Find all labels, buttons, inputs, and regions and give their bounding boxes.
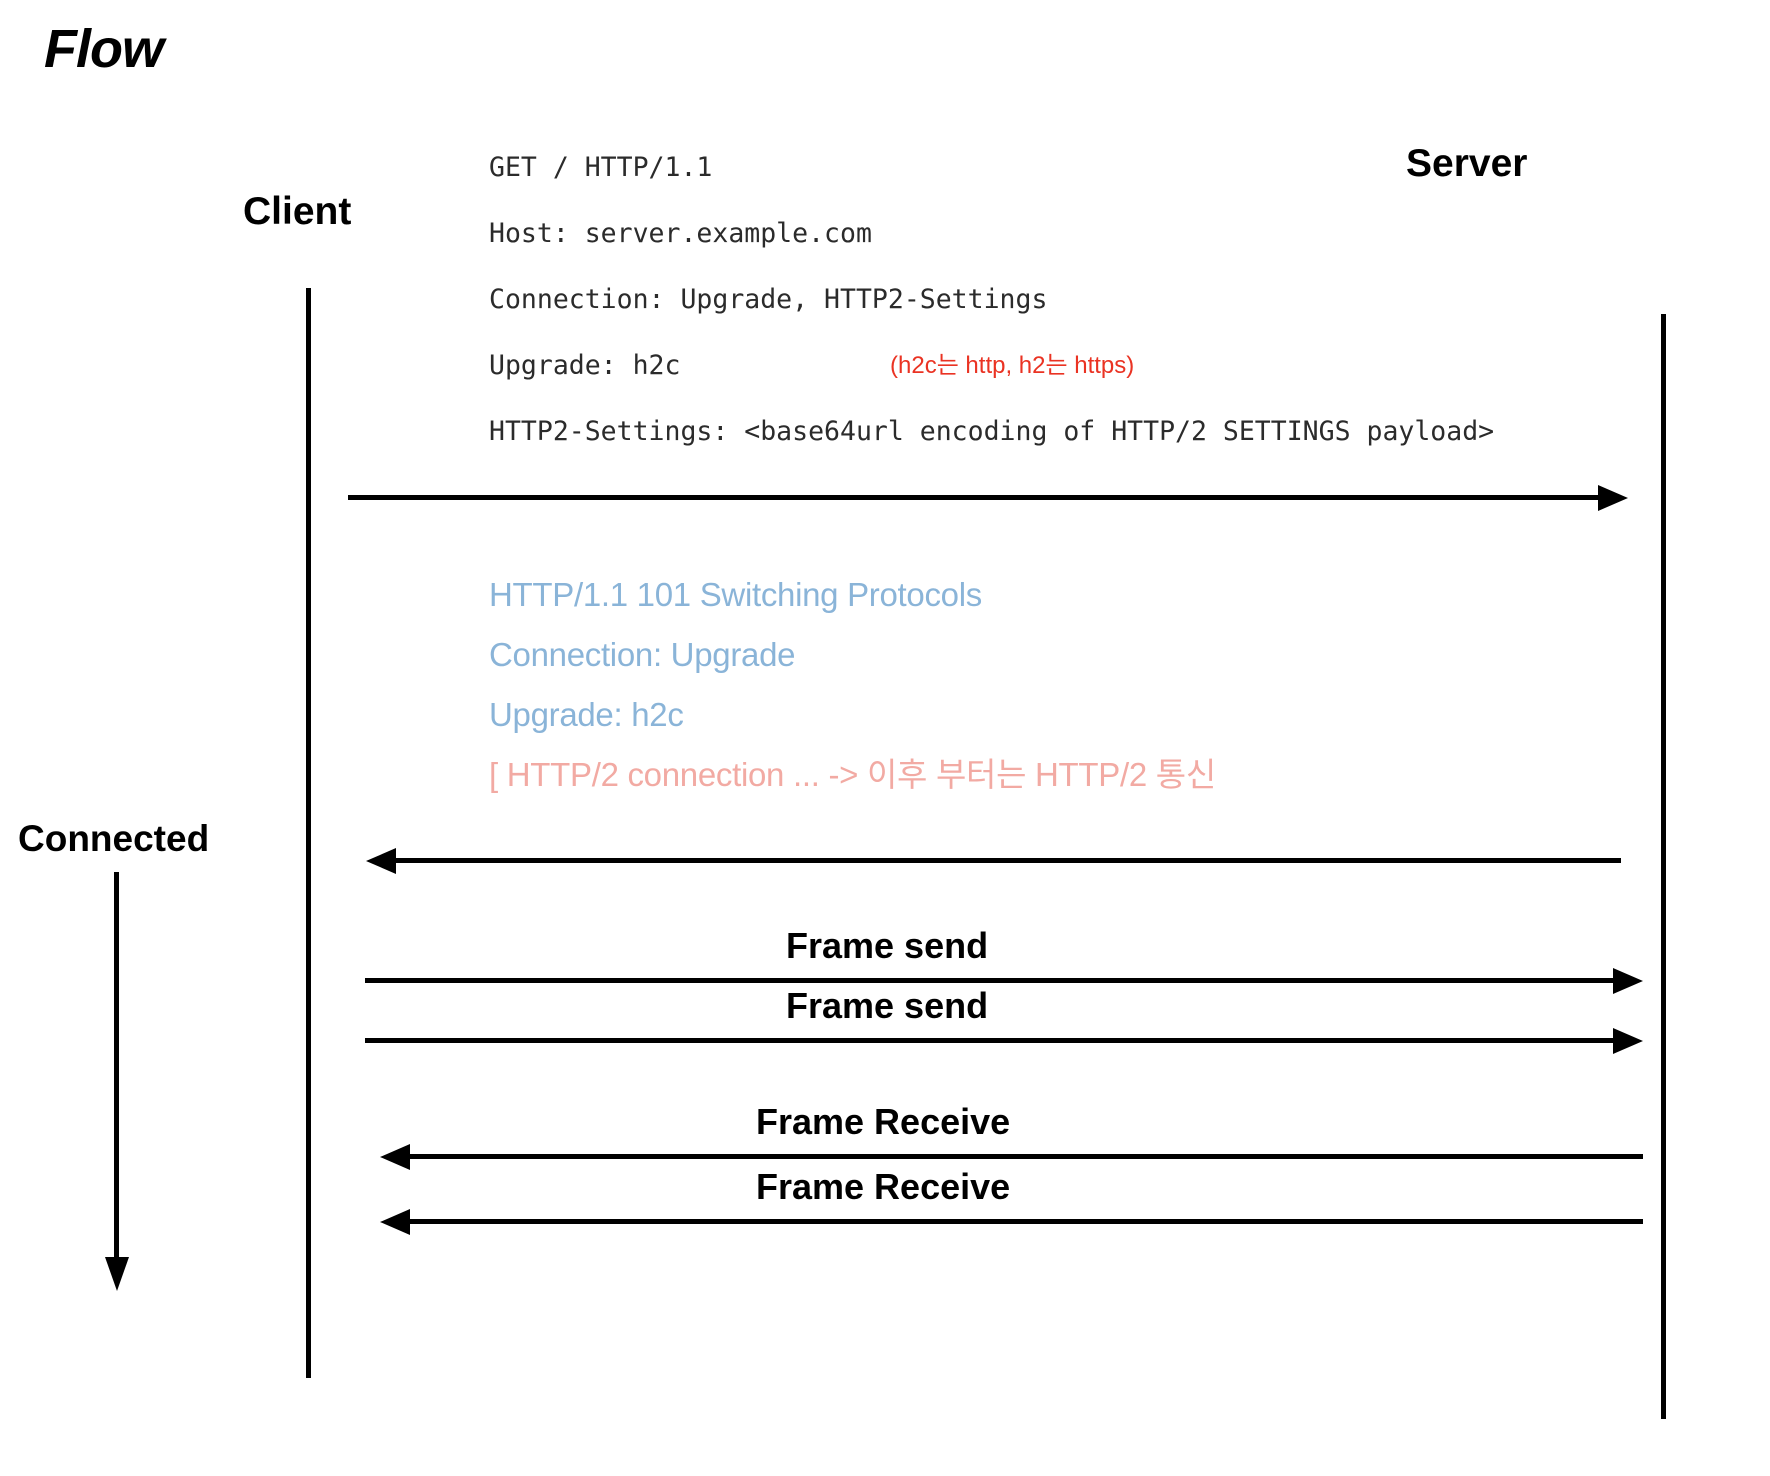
response-line-3: Upgrade: h2c: [489, 696, 684, 733]
connected-arrow-head: [105, 1257, 129, 1291]
switching-protocols-response-text-block: HTTP/1.1 101 Switching Protocols Connect…: [489, 565, 1389, 805]
frame-send-label-1: Frame send: [786, 925, 989, 966]
request-line-2: Host: server.example.com: [489, 218, 872, 249]
lifeline-client: [306, 288, 311, 1378]
request-line-1: GET / HTTP/1.1: [489, 152, 713, 183]
frame-send-arrow-1: [365, 966, 1643, 996]
response-note-http2-connection: [ HTTP/2 connection ... -> 이후 부터는 HTTP/2…: [489, 756, 1216, 793]
frame-send-arrow-1-shaft: [365, 978, 1619, 983]
frame-receive-label-1: Frame Receive: [756, 1101, 1011, 1142]
request-line-3: Connection: Upgrade, HTTP2-Settings: [489, 284, 1048, 315]
response-line-2: Connection: Upgrade: [489, 636, 796, 673]
actor-label-client: Client: [243, 190, 352, 233]
response-line-1: HTTP/1.1 101 Switching Protocols: [489, 576, 982, 613]
page-title: Flow: [44, 19, 164, 79]
frame-receive-arrow-1: [380, 1142, 1643, 1172]
frame-receive-arrow-1-shaft: [404, 1154, 1643, 1159]
request-line-4: Upgrade: h2c: [489, 350, 681, 381]
frame-send-label-2: Frame send: [786, 985, 989, 1026]
actor-label-server: Server: [1406, 142, 1528, 185]
arrow-right-icon: [1613, 1028, 1643, 1054]
request-annotation-note: (h2c는 http, h2는 https): [890, 352, 1135, 379]
frame-receive-arrow-2-shaft: [404, 1219, 1643, 1224]
connected-state-label: Connected: [18, 818, 210, 859]
connected-arrow-shaft: [114, 872, 119, 1262]
upgrade-request-arrow-shaft: [348, 495, 1604, 500]
switching-protocols-response-arrow: [366, 846, 1621, 876]
arrow-down-icon: [104, 872, 130, 1292]
request-line-4-wrapper: Upgrade: h2c (h2c는 http, h2는 https): [489, 333, 1539, 399]
frame-send-arrow-2: [365, 1026, 1643, 1056]
arrow-right-icon: [1598, 485, 1628, 511]
upgrade-request-text-block: GET / HTTP/1.1 Host: server.example.com …: [489, 135, 1539, 465]
frame-receive-arrow-2: [380, 1207, 1643, 1237]
frame-receive-label-2: Frame Receive: [756, 1166, 1011, 1207]
request-line-5: HTTP2-Settings: <base64url encoding of H…: [489, 416, 1495, 447]
arrow-right-icon: [1613, 968, 1643, 994]
switching-protocols-response-arrow-shaft: [390, 858, 1621, 863]
frame-send-arrow-2-shaft: [365, 1038, 1619, 1043]
upgrade-request-arrow: [348, 483, 1628, 513]
lifeline-server: [1661, 314, 1666, 1419]
